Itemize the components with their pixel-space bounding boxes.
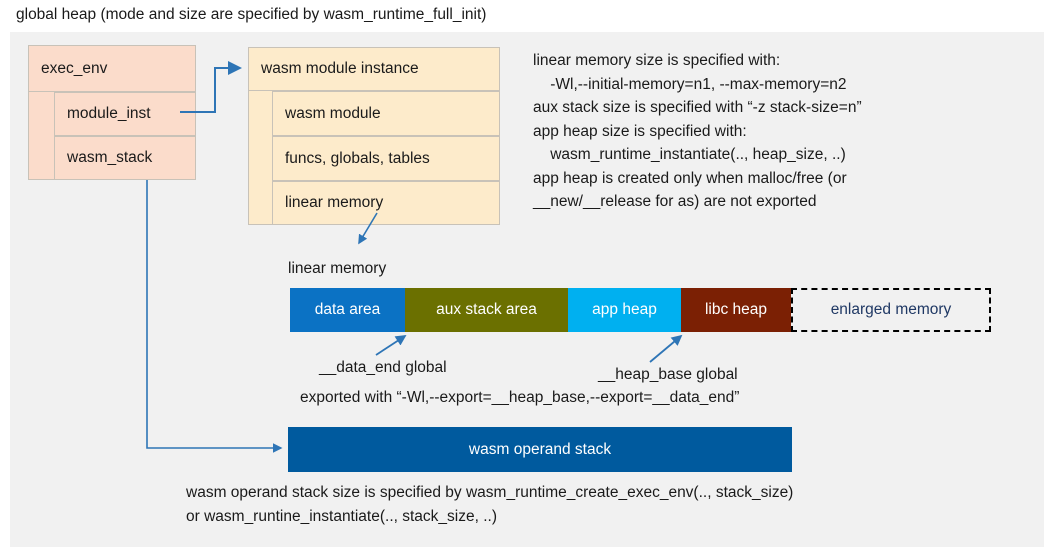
exec-env-row-wasm-stack: wasm_stack: [54, 136, 196, 180]
page-title: global heap (mode and size are specified…: [16, 6, 487, 23]
heap-base-global-label: __heap_base global: [598, 366, 738, 383]
exec-env-header-label: exec_env: [41, 59, 108, 77]
memory-segment-aux-stack-area: aux stack area: [405, 288, 568, 332]
memory-segment-aux-stack-area-label: aux stack area: [436, 301, 537, 318]
wasm-module-instance-row-funcs-globals-tables: funcs, globals, tables: [272, 136, 500, 181]
wasm-module-instance-row-wasm-module: wasm module: [272, 91, 500, 136]
wasm-module-instance-header: wasm module instance: [248, 47, 500, 91]
wasm-operand-stack-label: wasm operand stack: [468, 440, 612, 458]
wasm-module-instance-row-linear-memory: linear memory: [272, 181, 500, 225]
linear-memory-caption: linear memory: [288, 260, 387, 277]
memory-segment-app-heap-label: app heap: [592, 301, 657, 318]
memory-segment-data-area: data area: [290, 288, 405, 332]
exec-env-row-module-inst: module_inst: [54, 92, 196, 136]
memory-segment-libc-heap: libc heap: [681, 288, 791, 332]
memory-segment-app-heap: app heap: [568, 288, 681, 332]
wasm-module-instance-row-funcs-globals-tables-label: funcs, globals, tables: [285, 149, 430, 167]
exec-env-row-module-inst-label: module_inst: [67, 105, 151, 122]
exec-env-header: exec_env: [28, 45, 196, 92]
memory-segment-data-area-label: data area: [314, 301, 381, 318]
linear-memory-notes: linear memory size is specified with: -W…: [533, 52, 862, 210]
memory-segment-enlarged-memory-label: enlarged memory: [830, 301, 952, 318]
wasm-module-instance-row-linear-memory-label: linear memory: [285, 194, 384, 211]
operand-stack-notes: wasm operand stack size is specified by …: [186, 484, 794, 525]
exported-with-label: exported with “-Wl,--export=__heap_base,…: [300, 389, 740, 406]
wasm-operand-stack-bar: wasm operand stack: [288, 427, 792, 472]
data-end-global-label: __data_end global: [319, 359, 447, 376]
wasm-module-instance-row-wasm-module-label: wasm module: [285, 104, 381, 122]
wasm-module-instance-header-label: wasm module instance: [261, 60, 419, 77]
exec-env-row-wasm-stack-label: wasm_stack: [67, 149, 153, 166]
memory-segment-enlarged-memory: enlarged memory: [791, 288, 991, 332]
memory-segment-libc-heap-label: libc heap: [704, 301, 768, 318]
